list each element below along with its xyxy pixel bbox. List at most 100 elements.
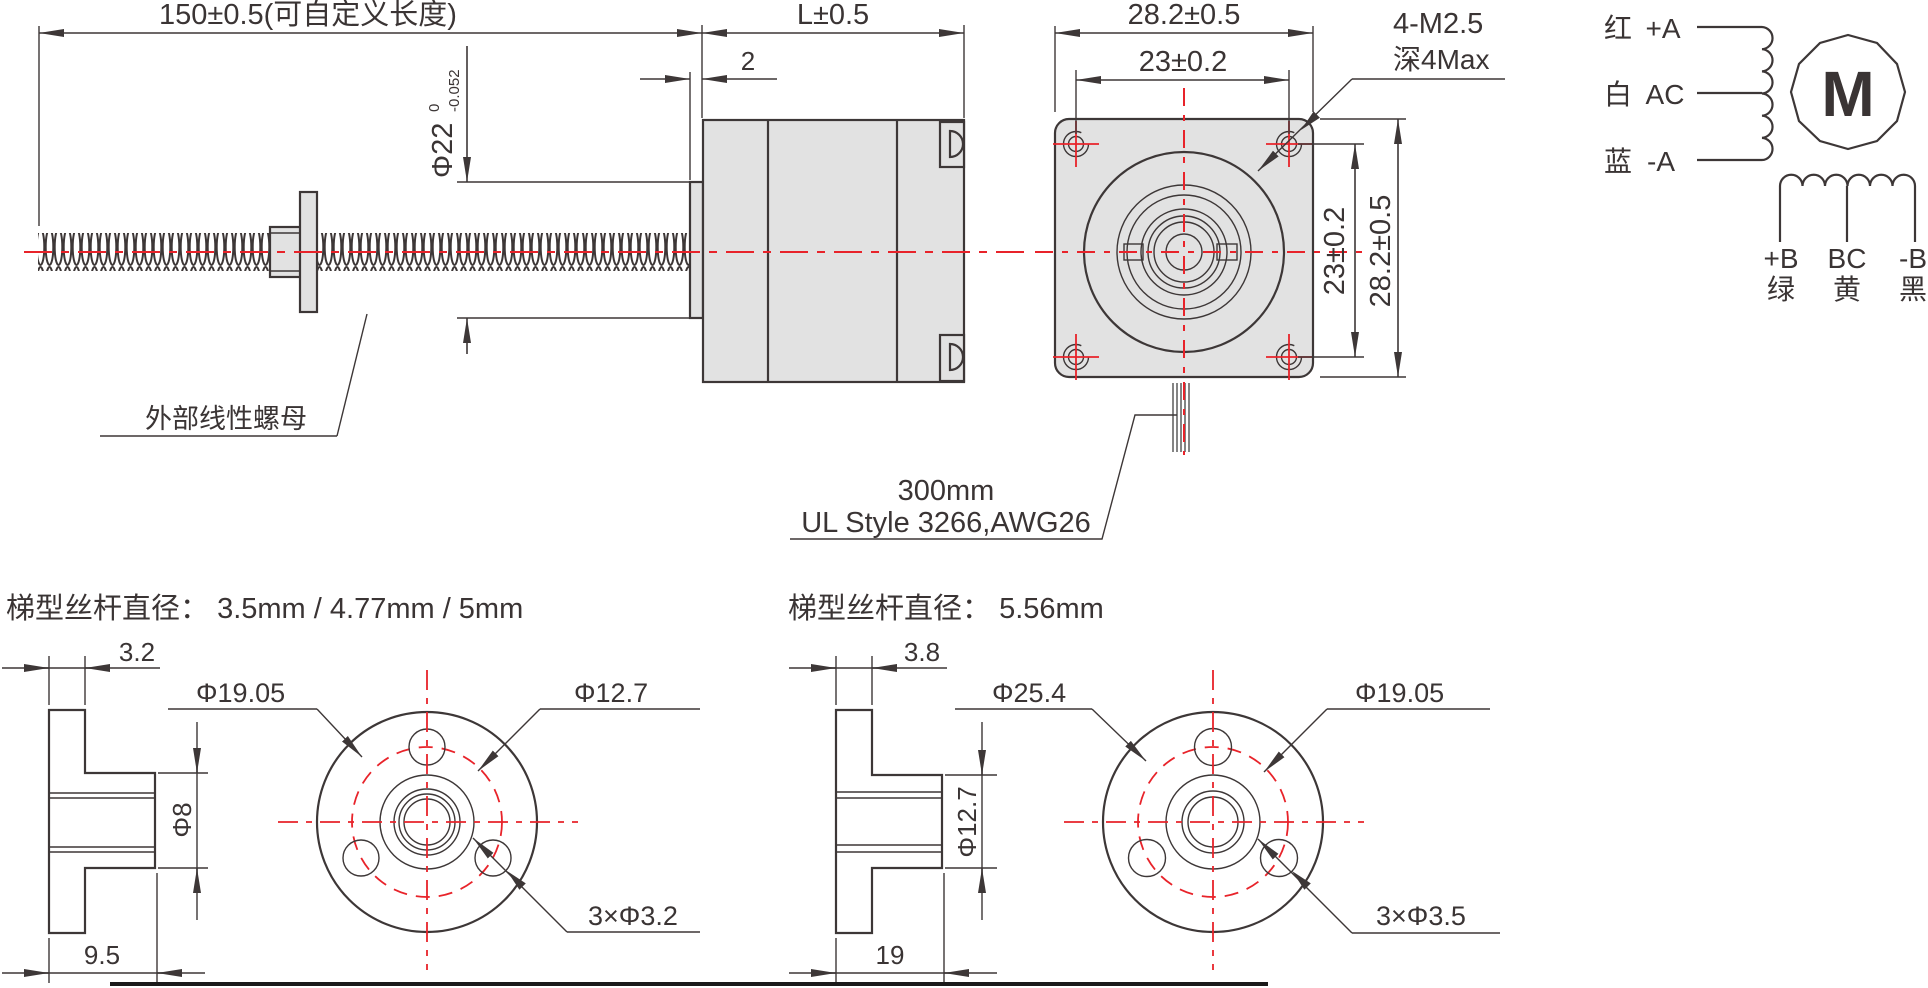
wire-color-label: 白 <box>1604 79 1632 110</box>
dim-text-body-height: 28.2±0.5 <box>1365 195 1397 308</box>
front-boss <box>688 180 705 320</box>
nut-profile <box>47 708 157 935</box>
callout-flange-dia: Φ19.05 <box>168 678 363 758</box>
mount-hole-note-line1: 4-M2.5 <box>1393 8 1483 40</box>
callout-bolt-circle-dia: Φ19.05 <box>1263 678 1490 773</box>
leader-line <box>1263 708 1328 773</box>
callout-mount-holes: 3×Φ3.5 <box>1257 838 1500 934</box>
variant-title-label: 梯型丝杆直径： <box>788 592 991 625</box>
motor-body-side <box>688 118 966 384</box>
dim-text-motor-length: L±0.5 <box>797 0 869 31</box>
dimension-flange-thickness: 3.2 <box>2 637 160 705</box>
leader-arrowhead <box>1292 871 1311 890</box>
dim-text-boss-length: 2 <box>741 46 755 76</box>
motor-symbol: M <box>1821 58 1874 130</box>
callout-mount-holes: 3×Φ3.2 <box>472 837 700 933</box>
dim-text-total-length: 9.5 <box>84 940 120 970</box>
lead-wire-note-line1: 300mm <box>898 475 995 507</box>
callout-text-mount-holes: 3×Φ3.2 <box>588 901 678 931</box>
callout-text-flange-dia: Φ25.4 <box>992 678 1066 708</box>
callout-text-flange-dia: Φ19.05 <box>196 678 285 708</box>
wire-color-label: 黑 <box>1899 274 1927 305</box>
callout-text-bolt-circle-dia: Φ12.7 <box>574 678 648 708</box>
dimension-total-length: 19 <box>789 873 997 983</box>
terminal-label: -A <box>1647 146 1675 177</box>
dimension-body-diameter: Φ8 <box>158 722 208 920</box>
terminal-label: +A <box>1645 13 1680 44</box>
terminal-label: +B <box>1763 243 1798 274</box>
dimension-total-length: 9.5 <box>2 873 205 983</box>
dimension-screw-length: 150±0.5(可自定义长度) <box>38 0 703 226</box>
variant-title-label: 梯型丝杆直径： <box>6 592 209 625</box>
mount-hole <box>342 839 380 877</box>
nut-callout-text: 外部线性螺母 <box>145 404 307 434</box>
variant-title: 梯型丝杆直径： 3.5mm / 4.77mm / 5mm <box>6 592 523 625</box>
variant-title-value: 3.5mm / 4.77mm / 5mm <box>217 593 523 625</box>
dim-text-hole-spacing-v: 23±0.2 <box>1319 207 1351 296</box>
callout-text-bolt-circle-dia: Φ19.05 <box>1355 678 1444 708</box>
dimension-body-width: 28.2±0.5 <box>1054 0 1314 112</box>
lead-wires <box>1172 383 1190 452</box>
terminal-label: BC <box>1828 243 1867 274</box>
leader-line <box>790 414 1177 540</box>
dim-text-flange-thickness: 3.8 <box>904 637 940 667</box>
face-ring <box>1140 208 1228 296</box>
side-view: 150±0.5(可自定义长度) L±0.5 2 Φ22 0 -0.052 <box>24 0 1032 437</box>
face-view: 28.2±0.5 23±0.2 23±0.2 28.2±0.5 <box>790 0 1505 540</box>
callout-flange-dia: Φ25.4 <box>955 678 1147 762</box>
variant-title: 梯型丝杆直径： 5.56mm <box>788 592 1104 625</box>
dimension-body-height: 28.2±0.5 <box>1320 118 1406 378</box>
dimension-motor-length: L±0.5 <box>702 0 965 118</box>
leader-line <box>336 313 368 437</box>
leader-arrowhead <box>1301 111 1320 130</box>
dimension-boss-length: 2 <box>640 46 777 180</box>
dimension-boss-diameter: Φ22 0 -0.052 <box>426 46 690 354</box>
dimension-hole-spacing-v: 23±0.2 <box>1298 143 1364 358</box>
rear-notch-bottom-arc <box>948 342 965 372</box>
dimension-body-diameter: Φ12.7 <box>945 722 997 920</box>
dim-text-screw-length: 150±0.5(可自定义长度) <box>159 0 457 31</box>
dim-text-boss-tol-lower: -0.052 <box>446 69 463 112</box>
phase-a-coil <box>1761 25 1774 162</box>
nut-callout: 外部线性螺母 <box>100 313 368 437</box>
dim-text-total-length: 19 <box>876 940 905 970</box>
mount-hole <box>1259 838 1299 878</box>
nut-face-view <box>278 670 578 970</box>
callout-bolt-circle-dia: Φ12.7 <box>477 678 700 772</box>
nut-variant-large: 梯型丝杆直径： 5.56mm 3.8 Φ12.7 <box>788 592 1500 983</box>
dim-text-flange-thickness: 3.2 <box>119 637 155 667</box>
leader-arrowhead <box>507 871 526 890</box>
wiring-diagram: 红 +A 白 AC 蓝 -A M +B BC -B 绿 黄 黑 <box>1604 13 1927 305</box>
nut-profile <box>834 708 944 935</box>
wire-color-label: 黄 <box>1833 274 1861 305</box>
phase-b-coil <box>1778 173 1917 187</box>
motor-circle <box>1789 33 1907 151</box>
lead-wire-note-line2: UL Style 3266,AWG26 <box>801 507 1091 539</box>
dim-text-body-width: 28.2±0.5 <box>1128 0 1241 31</box>
terminal-label: -B <box>1899 243 1927 274</box>
rear-notch-top <box>938 120 966 169</box>
dimension-flange-thickness: 3.8 <box>789 637 947 705</box>
leader-line <box>1091 708 1147 762</box>
callout-text-mount-holes: 3×Φ3.5 <box>1376 901 1466 931</box>
mount-hole-note-line2: 深4Max <box>1393 44 1489 75</box>
terminal-label: AC <box>1646 79 1685 110</box>
rear-notch-top-arc <box>948 129 965 159</box>
wire-color-label: 蓝 <box>1604 146 1632 177</box>
dim-text-body-diameter: Φ8 <box>167 802 197 837</box>
mount-hole-note: 4-M2.5 深4Max <box>1257 8 1505 172</box>
lead-wire-note: 300mm UL Style 3266,AWG26 <box>790 414 1177 540</box>
wire-color-label: 红 <box>1604 13 1632 44</box>
leader-line <box>316 708 363 758</box>
nut-face-view <box>1064 670 1364 970</box>
nut-variant-small: 梯型丝杆直径： 3.5mm / 4.77mm / 5mm 3.2 Φ8 <box>2 592 700 983</box>
dim-text-boss-diameter: Φ22 <box>427 123 459 178</box>
leader-line <box>477 708 541 772</box>
dim-text-hole-spacing-h: 23±0.2 <box>1139 46 1228 78</box>
dim-text-boss-tol-upper: 0 <box>426 104 443 112</box>
rear-notch-bottom <box>938 333 966 383</box>
wire-color-label: 绿 <box>1767 274 1795 305</box>
dim-text-body-diameter: Φ12.7 <box>952 786 982 857</box>
